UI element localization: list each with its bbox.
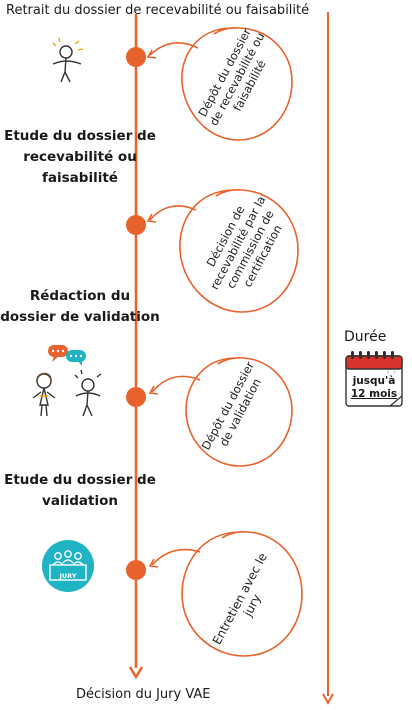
calendar-text-line1: jusqu'à [352, 375, 396, 387]
calendar-icon [345, 351, 403, 407]
bubble-2 [146, 189, 299, 313]
duration-label: Durée [344, 329, 387, 345]
stage-label-3: Etude du dossier de validation [4, 472, 156, 509]
bubble-3 [148, 357, 293, 467]
milestone-dot-3 [126, 387, 146, 407]
jury-icon [42, 540, 94, 592]
main-timeline-arrow [128, 666, 144, 680]
calendar-text-line2: 12 mois [350, 388, 398, 400]
top-label: Retrait du dossier de recevabilité ou fa… [6, 3, 310, 18]
jury-badge-label: JURY [59, 572, 77, 580]
bubble-1 [146, 27, 293, 141]
milestone-dot-2 [126, 215, 146, 235]
man-doodle [74, 369, 102, 417]
bottom-label: Décision du Jury VAE [76, 687, 211, 702]
chat-bubbles-icon [48, 345, 86, 366]
bubble-4 [148, 531, 303, 657]
stage-label-1: Etude du dossier de recevabilité ou fais… [4, 128, 156, 186]
person-doodle-top [52, 37, 84, 83]
calendar-dots: ◦ ◦ [386, 369, 397, 377]
milestone-dot-1 [126, 47, 146, 67]
woman-doodle [32, 372, 56, 417]
duration-arrow [322, 693, 334, 706]
milestone-dot-4 [126, 560, 146, 580]
stage-label-2: Rédaction du dossier de validation [0, 288, 160, 325]
